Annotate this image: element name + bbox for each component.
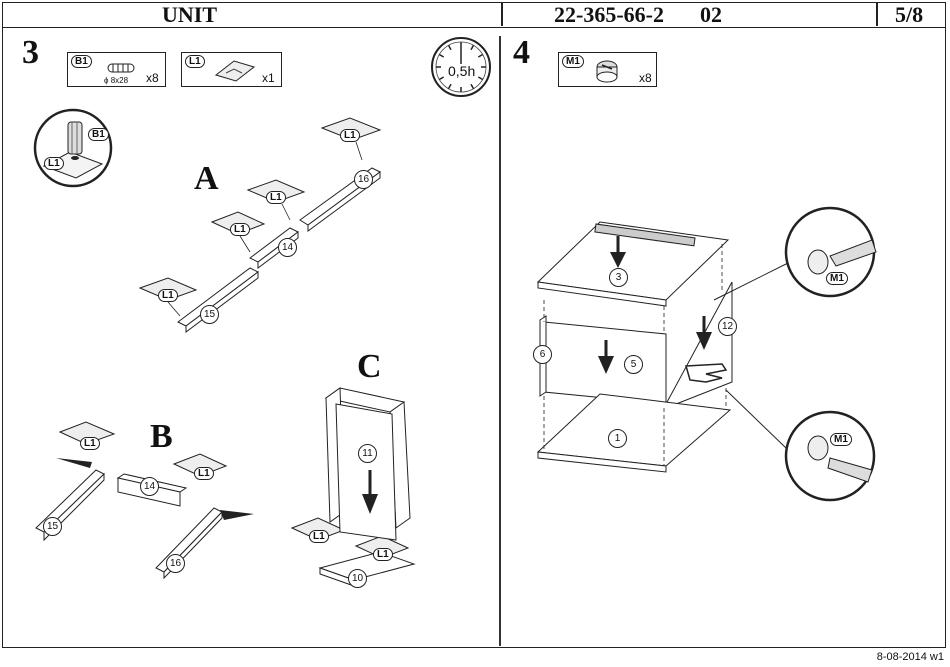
callout-tag-l1: L1 [44,157,64,170]
header-divider [501,2,503,26]
substep-a-label: A [194,160,219,197]
revision-date: 8-08-2014 w1 [876,651,944,663]
glue-tag: L1 [340,129,360,142]
glue-tag: L1 [309,530,329,543]
cam-lock-qty: x8 [639,71,652,85]
parts-box-dowels: B1 ϕ 8x28 x8 [67,52,166,87]
cam-lock-icon [596,60,618,83]
parts-box-glue: L1 x1 [181,52,282,87]
panel-marker-16-b: 16 [166,554,185,573]
glue-tag: L1 [230,223,250,236]
glue-tag: L1 [373,548,393,561]
header-divider [876,2,878,26]
part-tag-l1: L1 [185,55,205,68]
callout-tag-m1: M1 [830,433,852,446]
section-divider [499,36,501,646]
callout-tag-b1: B1 [88,128,109,141]
substep-a-drawing [35,117,416,587]
cabinet-assembly-drawing [536,206,877,502]
page-frame [2,2,946,648]
step-number-4: 4 [513,34,530,71]
glue-tag: L1 [158,289,178,302]
glue-tag: L1 [80,437,100,450]
callout-tag-m1: M1 [826,272,848,285]
glue-sachet-icon [214,60,256,82]
dowel-icon [107,63,135,73]
part-tag-b1: B1 [71,55,92,68]
panel-marker-11: 11 [358,444,377,463]
part-tag-m1: M1 [562,55,584,68]
panel-marker-6: 6 [533,345,552,364]
panel-marker-10: 10 [348,569,367,588]
panel-marker-3: 3 [609,268,628,287]
substep-b-label: B [150,418,173,455]
header-bar: UNIT 22-365-66-2 02 5/8 [2,2,946,28]
panel-marker-15-a: 15 [200,305,219,324]
panel-marker-1: 1 [608,429,627,448]
version-number: 02 [700,2,722,27]
substep-c-label: C [357,348,382,385]
step-number-3: 3 [22,34,39,71]
panel-marker-5: 5 [624,355,643,374]
product-code: 22-365-66-2 [554,2,664,27]
dowel-qty: x8 [146,71,159,85]
assembly-time: 0,5h [448,63,476,79]
glue-tag: L1 [266,191,286,204]
page-number: 5/8 [895,2,924,27]
panel-marker-14-a: 14 [278,238,297,257]
panel-marker-15-b: 15 [43,517,62,536]
product-title: UNIT [162,2,218,27]
panel-marker-12: 12 [718,317,737,336]
glue-qty: x1 [262,71,275,85]
parts-box-cam-locks: M1 x8 [558,52,657,87]
glue-tag: L1 [194,467,214,480]
dowel-size: ϕ 8x28 [104,76,129,85]
panel-marker-14-b: 14 [140,477,159,496]
panel-marker-16-a: 16 [354,170,373,189]
